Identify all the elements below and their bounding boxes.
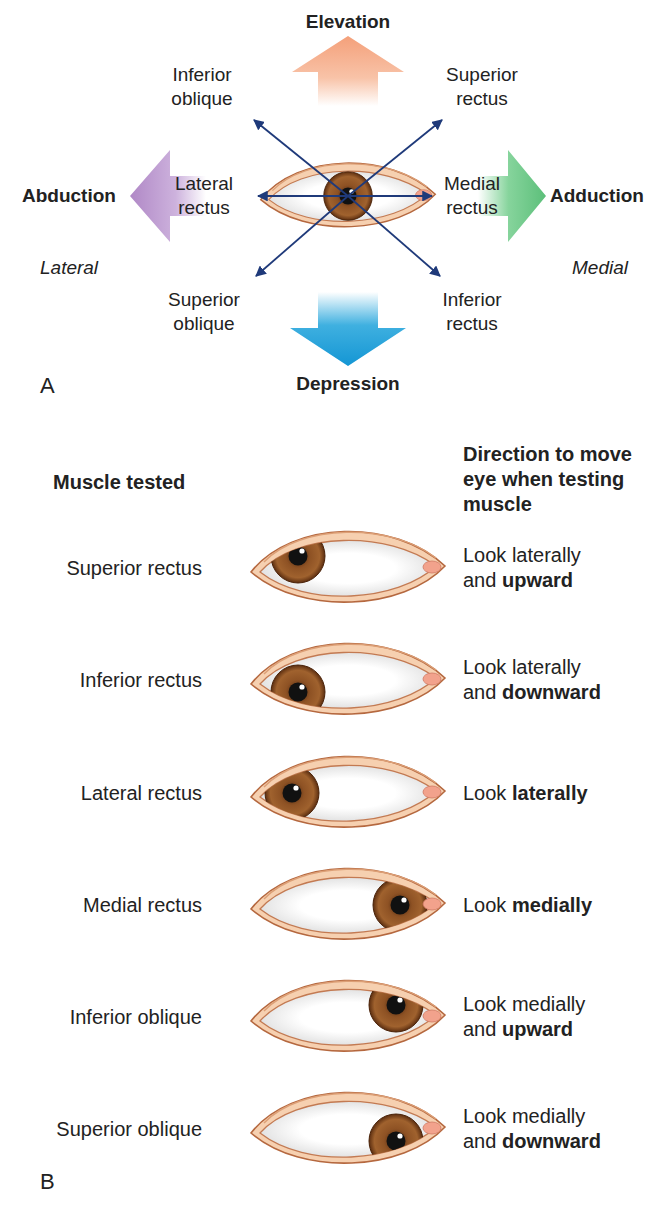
direction-text: Look medially andupward: [463, 992, 613, 1042]
side-label: Medial: [572, 256, 628, 280]
depression-arrow: [290, 292, 406, 366]
adduction-arrow: [478, 150, 546, 242]
direction-text: Look medially: [463, 893, 613, 918]
axis-label: Adduction: [550, 184, 644, 208]
muscle-label: Lateral rectus: [162, 172, 246, 220]
eye-illustration: [251, 868, 445, 939]
direction-label: Look: [463, 782, 506, 804]
muscle-label: Inferior oblique: [152, 63, 252, 111]
direction-label: Look: [463, 894, 506, 916]
panel-letter: A: [40, 372, 55, 400]
column-header: Direction to move eye when testing muscl…: [463, 442, 658, 517]
axis-label: Elevation: [273, 10, 423, 34]
column-header: Muscle tested: [53, 470, 185, 495]
direction-emphasis: laterally: [512, 782, 588, 804]
eye-illustration: [251, 756, 445, 827]
eye-illustration: [251, 978, 445, 1051]
elevation-arrow: [292, 36, 404, 106]
action-arrow: [254, 120, 348, 196]
axis-label: Abduction: [22, 184, 116, 208]
muscle-label: Medial rectus: [430, 172, 514, 220]
muscle-label: Superior rectus: [66, 556, 202, 581]
action-arrow: [348, 196, 440, 276]
direction-text: Look laterally: [463, 781, 613, 806]
abduction-arrow: [130, 150, 206, 242]
eye-illustration: [251, 1092, 445, 1168]
direction-text: Look medially anddownward: [463, 1104, 613, 1154]
eye-illustration: [251, 529, 445, 602]
action-arrow: [258, 195, 348, 197]
muscle-label: Superior oblique: [154, 288, 254, 336]
muscle-label: Superior rectus: [432, 63, 532, 111]
direction-text: Look laterally andupward: [463, 543, 613, 593]
panel-letter: B: [40, 1168, 55, 1196]
muscle-label: Inferior oblique: [70, 1005, 202, 1030]
direction-text: Look laterally anddownward: [463, 655, 613, 705]
muscle-label: Superior oblique: [56, 1117, 202, 1142]
side-label: Lateral: [40, 256, 98, 280]
muscle-label: Medial rectus: [83, 893, 202, 918]
muscle-label: Lateral rectus: [81, 781, 202, 806]
action-arrow: [256, 196, 348, 276]
direction-emphasis: downward: [502, 681, 601, 703]
direction-emphasis: upward: [502, 1018, 573, 1040]
direction-emphasis: downward: [502, 1130, 601, 1152]
eye-illustration: [251, 643, 445, 719]
action-arrows: [254, 120, 442, 276]
action-arrow: [348, 195, 432, 197]
muscle-label: Inferior rectus: [422, 288, 522, 336]
direction-emphasis: upward: [502, 569, 573, 591]
direction-emphasis: medially: [512, 894, 592, 916]
axis-label: Depression: [268, 372, 428, 396]
action-arrow: [348, 120, 442, 196]
muscle-label: Inferior rectus: [80, 668, 202, 693]
